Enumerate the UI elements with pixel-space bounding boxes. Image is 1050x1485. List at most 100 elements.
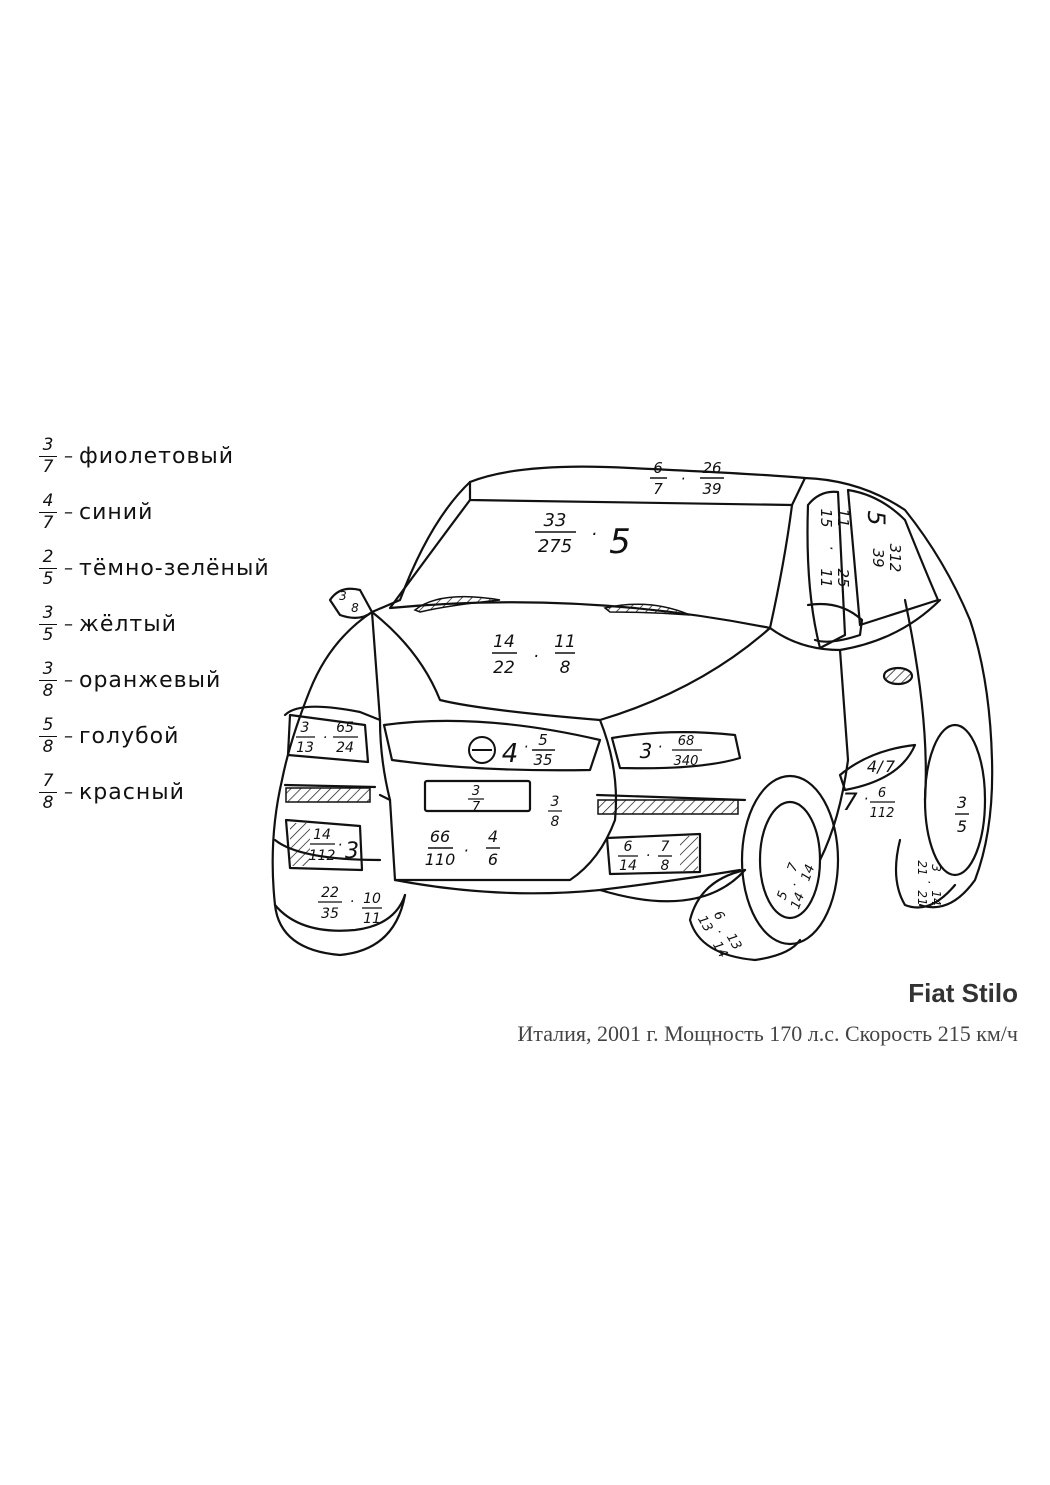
svg-text:8: 8 — [551, 814, 560, 830]
svg-text:8: 8 — [351, 601, 359, 615]
svg-text:·: · — [591, 524, 597, 545]
svg-text:3: 3 — [929, 864, 943, 872]
svg-text:·: · — [463, 841, 468, 860]
svg-text:15: 15 — [817, 508, 835, 527]
svg-text:14: 14 — [788, 891, 808, 912]
car-title: Fiat Stilo — [908, 978, 1018, 1008]
svg-text:8: 8 — [560, 658, 571, 678]
svg-text:68: 68 — [678, 734, 695, 749]
rear-tire-label: 3 21 · 14 21 — [915, 860, 943, 905]
svg-text:110: 110 — [425, 850, 456, 869]
front-right-tire-label: 6 13 · 13 14 — [694, 909, 744, 961]
legend-color-name: тёмно-зелёный — [79, 555, 270, 581]
left-headlight-label: 3 13 · 65 24 — [296, 720, 358, 756]
svg-text:5: 5 — [538, 731, 548, 749]
svg-text:·: · — [658, 738, 663, 756]
svg-text:·: · — [646, 848, 650, 864]
front-right-rim-label: 5 14 · 7 14 — [775, 860, 819, 912]
svg-text:14: 14 — [709, 939, 730, 961]
svg-text:35: 35 — [321, 906, 339, 922]
svg-text:4: 4 — [488, 827, 498, 846]
svg-text:5: 5 — [957, 817, 967, 836]
side-window-front-label: 15 11 · 11 25 — [817, 508, 852, 587]
svg-text:11: 11 — [817, 568, 835, 587]
svg-text:·: · — [788, 881, 804, 890]
car-specs: Италия, 2001 г. Мощность 170 л.с. Скорос… — [517, 1021, 1018, 1046]
svg-text:8: 8 — [661, 858, 670, 874]
svg-text:6: 6 — [488, 850, 498, 869]
lower-bumper-label: 66 110 · 4 6 — [425, 827, 500, 869]
svg-text:·: · — [922, 880, 936, 884]
svg-text:10: 10 — [363, 891, 381, 907]
svg-text:·: · — [350, 894, 354, 910]
svg-text:5: 5 — [609, 522, 631, 562]
svg-text:3: 3 — [957, 793, 967, 812]
svg-text:6: 6 — [653, 459, 663, 477]
plate-label: 3 7 — [468, 784, 484, 815]
svg-text:35: 35 — [533, 751, 552, 769]
front-left-wheel-label: 22 35 · 10 11 — [318, 885, 382, 927]
svg-text:11: 11 — [554, 632, 576, 652]
svg-text:33: 33 — [544, 510, 567, 531]
svg-text:112: 112 — [870, 806, 895, 821]
svg-text:3: 3 — [472, 784, 480, 799]
svg-text:4: 4 — [867, 757, 877, 776]
svg-text:·: · — [338, 836, 343, 854]
grille-label: 4 · 5 35 — [502, 731, 555, 769]
right-headlight-label: 3 · 68 340 — [640, 734, 702, 769]
svg-text:22: 22 — [493, 658, 515, 678]
svg-text:3: 3 — [551, 794, 560, 810]
svg-text:14: 14 — [493, 632, 515, 652]
svg-text:112: 112 — [309, 848, 336, 864]
svg-text:·: · — [681, 470, 686, 488]
svg-text:/: / — [875, 757, 884, 776]
svg-text:26: 26 — [702, 459, 721, 477]
svg-text:340: 340 — [674, 754, 699, 769]
svg-text:7: 7 — [472, 800, 481, 815]
svg-text:66: 66 — [430, 827, 450, 846]
svg-text:7: 7 — [842, 788, 858, 816]
svg-text:275: 275 — [538, 536, 572, 557]
svg-text:3: 3 — [301, 720, 310, 736]
windshield-label: 33 275 · 5 — [535, 510, 631, 562]
svg-text:39: 39 — [869, 548, 887, 567]
svg-text:6: 6 — [878, 786, 886, 801]
svg-text:24: 24 — [336, 740, 354, 756]
hood-label: 14 22 · 11 8 — [492, 632, 576, 678]
legend-color-name: красный — [79, 779, 185, 805]
svg-text:11: 11 — [834, 508, 852, 527]
svg-text:7: 7 — [885, 757, 896, 776]
legend-color-name: оранжевый — [79, 667, 222, 693]
door-label: 7 · 6 112 — [842, 786, 895, 821]
legend-color-name: голубой — [79, 723, 180, 749]
svg-text:25: 25 — [834, 568, 852, 587]
car-outline: 6 7 · 26 39 33 275 · 5 15 11 · 11 25 5 3… — [271, 459, 994, 962]
svg-text:·: · — [323, 730, 327, 746]
svg-text:·: · — [711, 926, 726, 937]
svg-text:13: 13 — [296, 740, 314, 756]
side-window-rear-label: 5 39 312 — [862, 510, 904, 572]
svg-text:7: 7 — [661, 839, 670, 855]
legend-color-name: фиолетовый — [79, 443, 235, 469]
svg-text:13: 13 — [723, 931, 744, 953]
svg-text:4: 4 — [502, 739, 519, 769]
svg-text:3: 3 — [339, 589, 347, 603]
svg-text:·: · — [822, 546, 840, 551]
svg-text:14: 14 — [799, 863, 819, 884]
right-foglight-label: 6 14 · 7 8 — [618, 839, 672, 874]
car-coloring-drawing: 6 7 · 26 39 33 275 · 5 15 11 · 11 25 5 3… — [250, 450, 1000, 970]
svg-text:5: 5 — [862, 510, 890, 525]
svg-text:312: 312 — [886, 544, 904, 573]
svg-text:7: 7 — [653, 480, 663, 498]
left-foglight-label: 14 112 · 3 — [309, 827, 359, 864]
